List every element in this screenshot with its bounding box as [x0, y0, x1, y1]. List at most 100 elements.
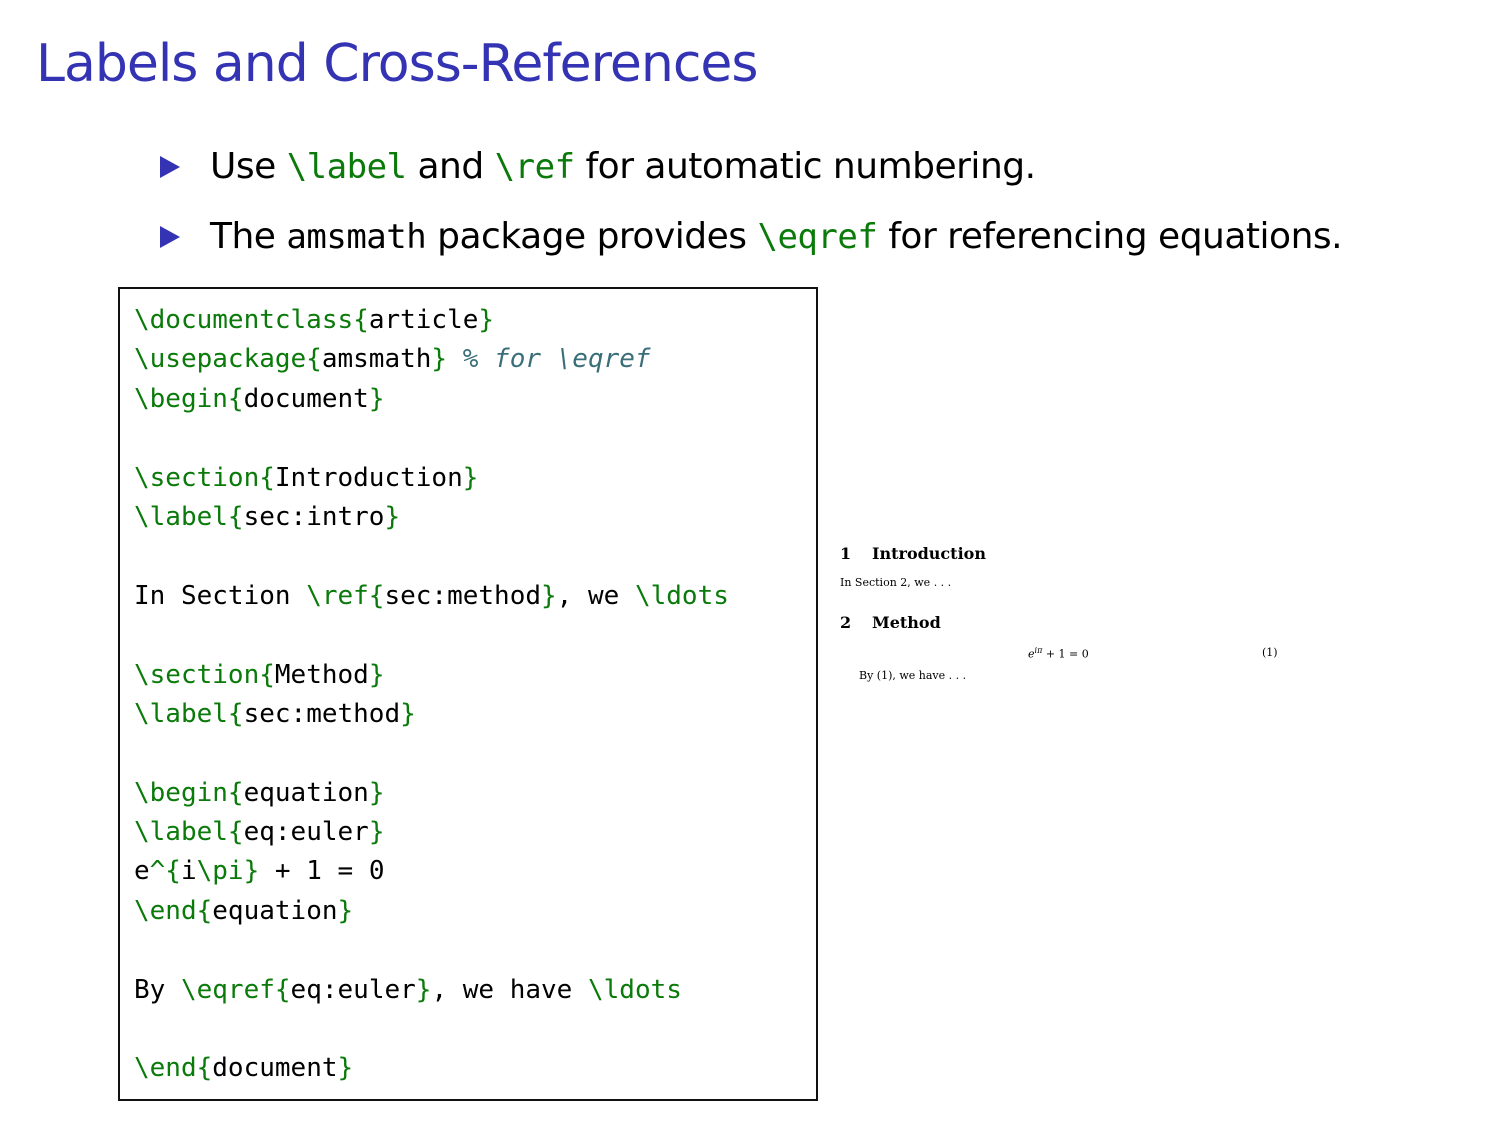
code-line: \label{sec:method}: [134, 695, 816, 734]
code-line: \section{Introduction}: [134, 459, 816, 498]
code-text-token: , we: [556, 580, 635, 611]
code-line: \usepackage{amsmath} % for \eqref: [134, 340, 816, 379]
code-command-token: \ldots: [587, 974, 682, 1005]
code-line: In Section \ref{sec:method}, we \ldots: [134, 577, 816, 616]
preview-section-1-text: In Section 2, we . . .: [840, 576, 952, 589]
preview-section-number: 2: [840, 613, 852, 632]
code-command-token: }: [368, 777, 385, 808]
code-text-token: document: [212, 1053, 338, 1084]
code-text-token: sec:intro: [243, 501, 385, 532]
code-line: [134, 931, 816, 970]
code-text-token: e: [134, 856, 150, 887]
code-text-token: article: [368, 305, 479, 335]
code-text-token: By: [134, 974, 181, 1005]
code-line: [134, 734, 816, 773]
preview-equation-rest: + 1 = 0: [1042, 647, 1089, 661]
code-command-token: \pi}: [196, 856, 260, 887]
code-command-token: }: [384, 501, 401, 532]
code-line: [134, 419, 816, 458]
preview-section-2-text: By (1), we have . . .: [859, 669, 967, 682]
preview-equation-exponent: iπ: [1034, 646, 1043, 655]
code-command-token: ^{: [149, 856, 181, 887]
code-command-token: }: [541, 580, 557, 611]
code-command-token: }: [478, 305, 495, 335]
code-command-token: \ref{: [306, 580, 385, 611]
bullet-list: Use \label and \ref for automatic number…: [160, 142, 1343, 282]
triangle-bullet-icon: [160, 156, 180, 178]
code-text-token: + 1 = 0: [259, 856, 385, 887]
preview-equation-base: e: [1028, 647, 1035, 661]
code-command-token: }: [462, 462, 479, 493]
bullet-item: Use \label and \ref for automatic number…: [160, 142, 1342, 190]
code-line: \documentclass{article}: [134, 301, 816, 340]
code-command-token: \documentclass{: [134, 305, 369, 335]
triangle-bullet-icon: [160, 226, 180, 248]
bullet-text: Use \label and \ref for automatic number…: [210, 146, 1036, 187]
preview-section-number: 1: [840, 544, 852, 563]
preview-equation: eiπ + 1 = 0: [1028, 646, 1089, 661]
code-command-token: }: [368, 817, 385, 848]
code-line: \begin{equation}: [134, 774, 816, 813]
rendered-output-preview: 1 Introduction In Section 2, we . . . 2 Me…: [838, 540, 1298, 700]
bullet-text-run: The: [210, 215, 287, 257]
code-text-token: , we have: [431, 974, 588, 1005]
code-text-token: In Section: [134, 580, 307, 611]
preview-section-2-heading: 2 Method: [840, 613, 941, 632]
code-line: [134, 537, 816, 576]
code-command-token: \section{: [134, 462, 275, 493]
code-text-token: Introduction: [274, 462, 463, 493]
bullet-item: The amsmath package provides \eqref for …: [160, 212, 1343, 260]
preview-equation-number: (1): [1262, 646, 1278, 659]
bullet-text-run: and: [406, 145, 495, 187]
bullet-code-run: amsmath: [286, 216, 427, 257]
code-text-token: Method: [274, 659, 369, 690]
bullet-text: The amsmath package provides \eqref for …: [210, 215, 1343, 257]
code-command-token: }: [431, 344, 448, 375]
code-line: \begin{document}: [134, 380, 816, 419]
code-command-token: }: [400, 698, 416, 729]
code-line: By \eqref{eq:euler}, we have \ldots: [134, 971, 816, 1010]
code-text-token: eq:euler: [290, 974, 416, 1005]
code-command-token: }: [337, 895, 354, 926]
code-command-token: \usepackage{: [134, 344, 322, 375]
code-line: \end{document}: [134, 1049, 816, 1088]
code-command-token: }: [415, 974, 432, 1005]
code-command-token: \label{: [134, 501, 244, 532]
code-line: [134, 616, 816, 655]
code-line: \end{equation}: [134, 892, 816, 931]
code-command-token: \begin{: [134, 383, 244, 414]
bullet-code-run: \ref: [494, 146, 575, 187]
code-command-token: }: [337, 1053, 354, 1084]
code-command-token: \end{: [134, 895, 213, 926]
code-text-token: equation: [212, 895, 338, 926]
code-line: \label{eq:euler}: [134, 813, 816, 852]
code-comment-token: % for \eqref: [447, 344, 651, 375]
code-line: \label{sec:intro}: [134, 498, 816, 537]
code-text-token: document: [243, 383, 369, 414]
code-line: \section{Method}: [134, 656, 816, 695]
code-text-token: i: [180, 856, 197, 887]
code-text-token: sec:method: [243, 698, 401, 729]
code-command-token: }: [368, 383, 385, 414]
code-command-token: \section{: [134, 659, 275, 690]
bullet-text-run: for referencing equations.: [877, 215, 1343, 257]
preview-section-title: Method: [872, 613, 941, 632]
code-text-token: equation: [243, 777, 369, 808]
latex-code-block: \documentclass{article}\usepackage{amsma…: [118, 287, 818, 1101]
code-command-token: \label{: [134, 698, 244, 729]
bullet-text-run: for automatic numbering.: [574, 145, 1036, 187]
code-text-token: sec:method: [384, 580, 542, 611]
code-command-token: \ldots: [634, 580, 729, 611]
bullet-text-run: Use: [210, 145, 287, 187]
preview-section-1-heading: 1 Introduction: [840, 544, 986, 563]
code-command-token: }: [368, 659, 385, 690]
code-command-token: \eqref{: [180, 974, 291, 1005]
code-text-token: amsmath: [321, 344, 432, 375]
code-command-token: \begin{: [134, 777, 244, 808]
code-line: e^{i\pi} + 1 = 0: [134, 852, 816, 891]
bullet-code-run: \label: [286, 146, 407, 187]
bullet-code-run: \eqref: [757, 216, 878, 257]
code-line: [134, 1010, 816, 1049]
preview-section-title: Introduction: [872, 544, 986, 563]
bullet-text-run: package provides: [426, 215, 758, 257]
